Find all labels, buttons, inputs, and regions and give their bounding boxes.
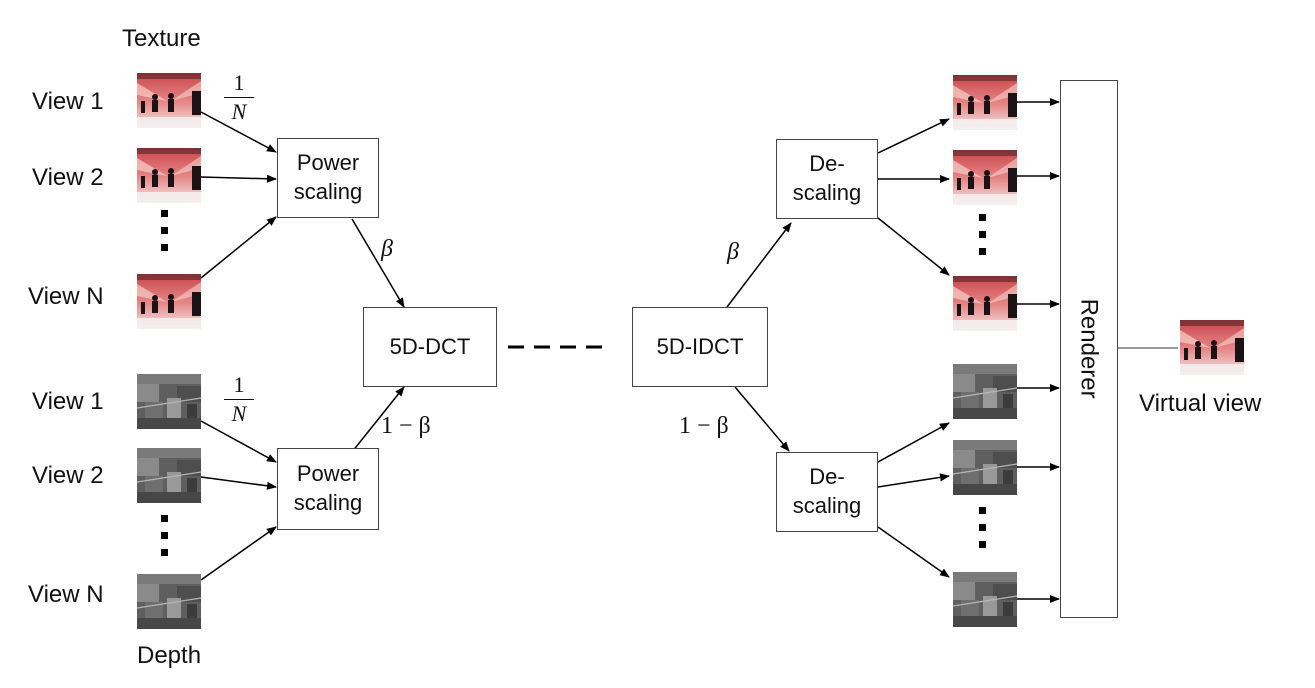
arrow-dep-scaling-to-dct (351, 386, 405, 453)
virtual-view-thumbnail (1180, 320, 1244, 375)
virtual-view-label: Virtual view (1139, 390, 1262, 417)
output-texture-thumbnail-1 (953, 75, 1017, 130)
descaling-texture-box: De- scaling (776, 139, 878, 219)
power-scaling-depth-box: Power scaling (277, 448, 379, 530)
arrow-idct-to-dep-descaling (734, 386, 790, 452)
dep-view2-label: View 2 (32, 462, 104, 489)
dep-view1-label: View 1 (32, 388, 104, 415)
depth-thumbnail-view2 (137, 448, 201, 503)
texture-thumbnail-viewN (137, 274, 201, 329)
output-texture-thumbnail-N (953, 276, 1017, 331)
fraction-denominator: N (231, 99, 247, 124)
arrow-tex-view2-to-scaling (200, 174, 277, 183)
arrow-tex-viewN-to-scaling (200, 216, 277, 279)
arrow-idct-to-tex-descaling (726, 222, 792, 308)
output-depth-thumbnail-2 (953, 440, 1017, 495)
depth-heading: Depth (137, 642, 202, 669)
ellipsis-dots-depth-output (979, 507, 987, 558)
beta-label-idct: β (727, 240, 739, 264)
renderer-label: Renderer (1075, 298, 1103, 400)
weight-fraction-texture: 1 N (224, 72, 254, 123)
fraction-numerator: 1 (224, 374, 254, 400)
arrow-dep-view2-to-scaling (200, 476, 277, 490)
arrow-tex-scaling-to-dct (351, 218, 405, 308)
output-texture-thumbnail-2 (953, 150, 1017, 205)
weight-fraction-depth: 1 N (224, 374, 254, 425)
idct-box: 5D-IDCT (632, 307, 768, 387)
texture-heading: Texture (122, 25, 201, 52)
depth-thumbnail-viewN (137, 574, 201, 629)
one-minus-beta-label-depth: 1 − β (381, 413, 431, 439)
tex-view2-label: View 2 (32, 164, 104, 191)
ellipsis-dots-texture-input (161, 210, 169, 261)
dep-viewN-label: View N (28, 581, 104, 608)
power-scaling-texture-box: Power scaling (277, 138, 379, 218)
fraction-denominator: N (231, 401, 247, 426)
one-minus-beta-label-idct: 1 − β (679, 413, 729, 439)
dct-box: 5D-DCT (363, 307, 497, 387)
beta-symbol: β (727, 239, 739, 265)
arrow-dep-descaling-out1 (877, 422, 950, 463)
arrow-dep-viewN-to-scaling (200, 526, 277, 581)
tex-viewN-label: View N (28, 283, 104, 310)
texture-thumbnail-view2 (137, 148, 201, 203)
arrow-tex-descaling-out1 (877, 118, 950, 154)
texture-thumbnail-view1 (137, 73, 201, 128)
arrow-dep-view1-to-scaling (200, 420, 277, 463)
depth-thumbnail-view1 (137, 374, 201, 429)
descaling-depth-box: De- scaling (776, 452, 878, 532)
beta-label-texture: β (381, 237, 393, 261)
arrow-dep-descaling-out2 (877, 473, 950, 488)
fraction-numerator: 1 (224, 72, 254, 98)
ellipsis-dots-texture-output (979, 214, 987, 265)
output-depth-thumbnail-1 (953, 364, 1017, 419)
beta-symbol: β (381, 236, 393, 262)
arrow-dep-descaling-outN (877, 526, 950, 578)
arrow-tex-view1-to-scaling (200, 111, 277, 153)
output-depth-thumbnail-N (953, 572, 1017, 627)
ellipsis-dots-depth-input (161, 515, 169, 566)
renderer-box: Renderer (1060, 80, 1118, 618)
tex-view1-label: View 1 (32, 88, 104, 115)
arrow-tex-descaling-outN (877, 217, 950, 276)
